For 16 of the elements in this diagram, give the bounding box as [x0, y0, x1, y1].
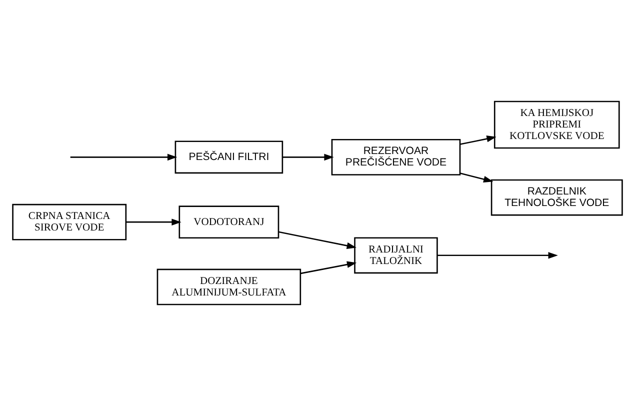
node-box: RADIJALNI TALOŽNIK: [354, 236, 438, 274]
node-box: PEŠČANI FILTRI: [174, 140, 284, 174]
arrow: [282, 153, 334, 160]
arrow: [437, 252, 558, 258]
node-box: REZERVOAR PREČIŠĆENE VODE: [331, 138, 461, 175]
node-box: VODOTORANJ: [178, 205, 280, 238]
arrow: [126, 218, 182, 225]
node-box: DOZIRANJE ALUMINIJUM-SULFATA: [156, 268, 302, 305]
arrow: [460, 172, 494, 182]
arrow: [460, 135, 496, 144]
node-box: KA HEMIJSKOJ PRIPREMI KOTLOVSKE VODE: [494, 100, 620, 148]
node-box: CRPNA STANICA SIROVE VODE: [12, 203, 127, 240]
arrow: [300, 260, 357, 274]
arrow: [70, 153, 178, 160]
arrow: [278, 230, 356, 249]
node-box: RAZDELNIK TEHNOLOŠKE VODE: [490, 178, 623, 216]
